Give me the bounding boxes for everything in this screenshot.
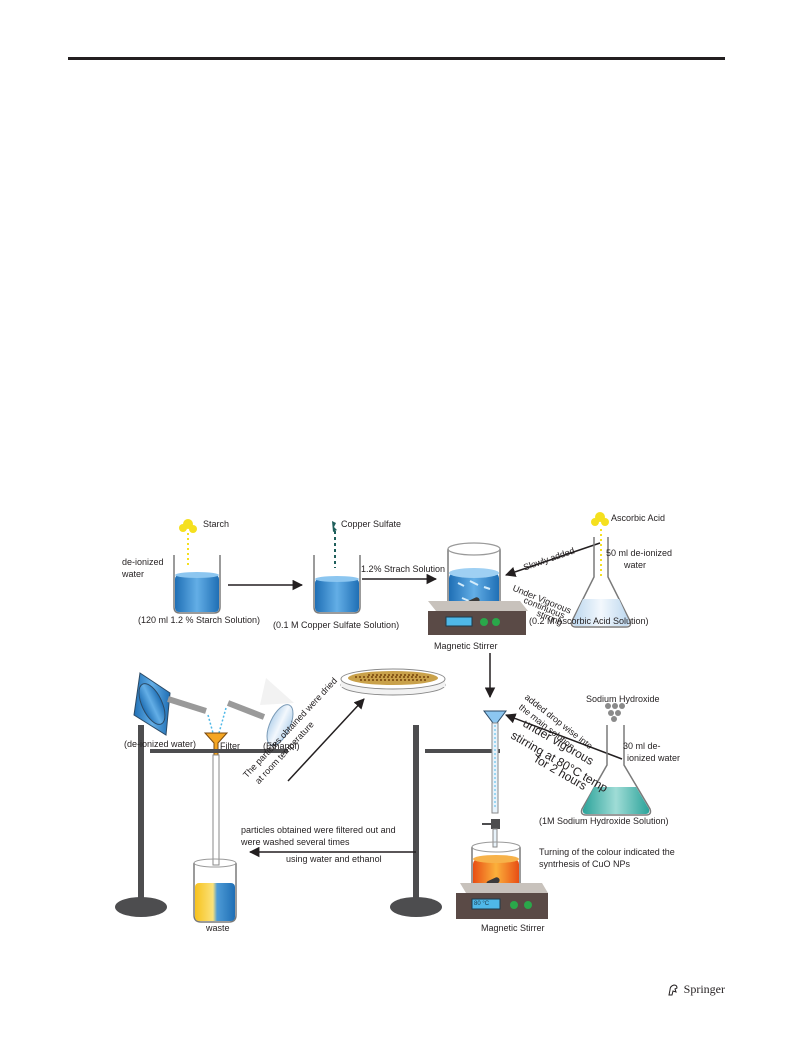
sodium-hydroxide-reagent-icon bbox=[605, 703, 625, 722]
ascorbic-acid-flask-icon bbox=[570, 537, 632, 628]
arrow-step8 bbox=[287, 698, 365, 782]
arrow-step5 bbox=[505, 713, 623, 760]
figure-illustration bbox=[115, 512, 652, 923]
filter-label: Filter bbox=[220, 741, 240, 751]
naoh-water-label-2: ionized water bbox=[627, 753, 681, 763]
ascorbic-acid-label: Ascorbic Acid bbox=[611, 513, 666, 523]
retort-stand-right-icon bbox=[390, 725, 500, 917]
filter-funnel-icon bbox=[203, 707, 229, 866]
ethanol-label: (Ethanol) bbox=[263, 741, 300, 751]
ascorbic-water-label-2: water bbox=[624, 560, 647, 570]
arrow-step3 bbox=[505, 542, 601, 577]
starch-solution-label: (120 ml 1.2 % Starch Solution) bbox=[138, 615, 261, 625]
magnetic-stirrer-1-icon bbox=[428, 542, 528, 635]
naoh-water-label-1: 30 ml de- bbox=[623, 741, 661, 751]
publisher-footer: Springer bbox=[666, 982, 725, 997]
starch-label: Starch bbox=[203, 519, 230, 529]
retort-stand-left-icon bbox=[115, 725, 288, 917]
colour-change-label-2: syntrhesis of CuO NPs bbox=[539, 859, 631, 869]
colour-change-label-1: Turning of the colour indicated the bbox=[539, 847, 675, 857]
naoh-solution-label: (1M Sodium Hydroxide Solution) bbox=[539, 816, 669, 826]
burette-icon bbox=[482, 710, 507, 848]
starch-solution-arrow-label: 1.2% Strach Solution bbox=[361, 564, 446, 574]
copper-sulfate-reagent-icon bbox=[332, 521, 337, 568]
sodium-hydroxide-flask-icon bbox=[580, 725, 652, 816]
magnetic-stirrer-2-label: Magnetic Stirrer bbox=[481, 923, 545, 933]
filtered-label-2: were washed several times bbox=[241, 837, 350, 847]
ascorbic-water-label-1: 50 ml de-ionized bbox=[606, 548, 673, 558]
ascorbic-acid-reagent-icon bbox=[591, 512, 609, 579]
magnetic-stirrer-1-label: Magnetic Stirrer bbox=[434, 641, 498, 651]
sodium-hydroxide-label: Sodium Hydroxide bbox=[586, 694, 660, 704]
copper-sulfate-label: Copper Sulfate bbox=[341, 519, 402, 529]
ascorbic-solution-label: (0.2 M Ascorbic Acid Solution) bbox=[529, 616, 649, 626]
springer-horse-icon bbox=[668, 983, 678, 995]
stirrer-display-label: 80 °C bbox=[474, 901, 490, 907]
deionized-water-label: de-ionized water bbox=[122, 557, 164, 579]
waste-beaker-icon bbox=[193, 858, 237, 923]
magnetic-stirrer-2-icon bbox=[456, 841, 548, 919]
ethanol-wash-bottle-icon bbox=[226, 678, 294, 746]
deionized-water-bottle-label: (de-ionized water) bbox=[124, 739, 197, 749]
header-rule bbox=[68, 57, 725, 60]
filtered-label-3: using water and ethanol bbox=[286, 854, 382, 864]
starch-beaker-icon bbox=[173, 555, 221, 614]
starch-reagent-icon bbox=[179, 519, 197, 565]
filtered-label-1: particles obtained were filtered out and bbox=[241, 825, 396, 835]
synthesis-figure: Starch de-ionized water (120 ml 1.2 % St… bbox=[110, 503, 683, 937]
publisher-name: Springer bbox=[683, 982, 725, 996]
water-wash-bottle-icon bbox=[133, 672, 207, 736]
waste-label: waste bbox=[206, 923, 230, 933]
copper-sulfate-solution-label: (0.1 M Copper Sulfate Solution) bbox=[273, 620, 400, 630]
petri-dish-icon bbox=[340, 668, 446, 696]
copper-sulfate-beaker-icon bbox=[313, 555, 361, 614]
